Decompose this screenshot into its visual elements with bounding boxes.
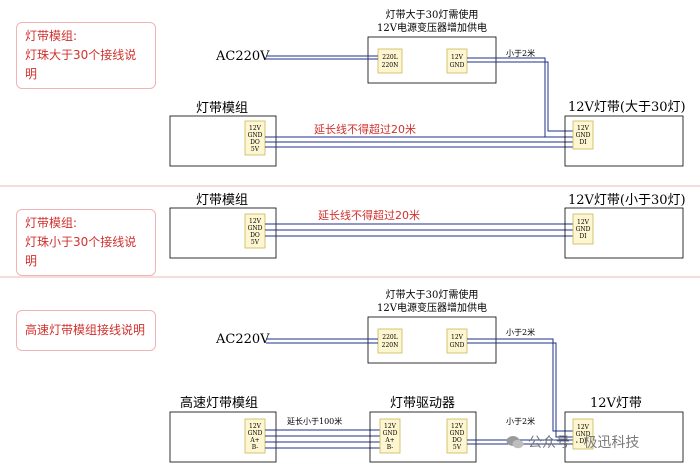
s3-module-box: [169, 411, 277, 463]
s2-strip-title: 12V灯带(小于30灯): [568, 193, 686, 208]
s3-psu-out-2: GND: [450, 342, 465, 349]
s1-transformer-note-line-1: 灯带大于30灯需使用: [386, 8, 479, 21]
s3-module-pin-3: A+: [249, 437, 259, 444]
s3-transformer-note-line-1: 灯带大于30灯需使用: [386, 288, 479, 301]
s3-power-wire-gnd: [467, 342, 573, 438]
section-2-label: 灯带模组: 灯珠小于30个接线说明: [16, 209, 156, 276]
s2-strip-pin-3: DI: [579, 233, 587, 240]
s2-module-terminal: [244, 213, 266, 249]
s3-psu-out-1: 12V: [451, 334, 464, 341]
s3-transformer-note-line-2: 12V电源变压器增加供电: [377, 301, 487, 314]
s3-driver-out-pin-4: 5V: [453, 444, 462, 451]
s1-psu-out-1: 12V: [451, 54, 464, 61]
s3-driver-output-terminal: [446, 418, 468, 454]
s1-strip-pin-2: GND: [576, 132, 591, 139]
s2-module-pin-4: 5V: [251, 239, 260, 246]
s1-psu-input-terminal: [377, 48, 403, 74]
s1-strip-pin-1: 12V: [577, 125, 590, 132]
s1-module-pin-2: GND: [248, 132, 263, 139]
s2-module-pin-3: DO: [250, 232, 260, 239]
wechat-icon: [506, 436, 524, 449]
s2-strip-pin-2: GND: [576, 226, 591, 233]
s3-driver-box: [369, 411, 477, 463]
s3-driver-out-pin-2: GND: [450, 430, 465, 437]
section-3-label-line-1: 高速灯带模组接线说明: [25, 323, 146, 337]
s1-psu-out-2: GND: [450, 62, 465, 69]
s3-driver-in-pin-4: B-: [387, 444, 394, 451]
s3-module-pin-4: B-: [252, 444, 259, 451]
s3-module-title: 高速灯带模组: [180, 395, 258, 411]
section-2-label-line-2: 灯珠小于30个接线说明: [25, 235, 137, 268]
s3-driver-title: 灯带驱动器: [390, 396, 455, 411]
s2-strip-pin-1: 12V: [577, 219, 590, 226]
watermark: 公众号 · 极迅科技: [506, 432, 639, 452]
s1-transformer-note-line-2: 12V电源变压器增加供电: [377, 21, 487, 34]
s1-ac-label: AC220V: [215, 49, 270, 64]
s1-strip-terminal: [572, 120, 594, 150]
s2-module-box: [169, 207, 277, 259]
section-2-label-line-1: 灯带模组:: [25, 216, 78, 230]
s1-psu-in-1: 220L: [382, 54, 397, 61]
section-1-label-line-1: 灯带模组:: [25, 29, 78, 43]
s1-psu-in-2: 220N: [382, 62, 399, 69]
s1-module-terminal: [244, 120, 266, 156]
s1-less-2m: 小于2米: [506, 48, 535, 58]
s2-module-pin-2: GND: [248, 225, 263, 232]
s1-strip-box: [564, 115, 684, 167]
s2-strip-box: [564, 207, 684, 259]
s3-strip-pin-3: DI: [579, 438, 587, 445]
s3-psu-output-terminal: [446, 328, 468, 354]
section-3-label: 高速灯带模组接线说明: [16, 310, 156, 351]
s2-module-pin-1: 12V: [249, 218, 262, 225]
s3-module-pin-1: 12V: [249, 423, 262, 430]
s3-power-wire-12v: [467, 338, 573, 432]
s3-strip-title: 12V灯带: [590, 396, 642, 411]
s2-strip-terminal: [572, 213, 594, 245]
s3-psu-input-terminal: [377, 328, 403, 354]
s3-extension-note: 延长小于100米: [287, 416, 342, 426]
s1-extension-note: 延长线不得超过20米: [314, 122, 416, 136]
s3-module-pin-2: GND: [248, 430, 263, 437]
s3-psu-in-2: 220N: [382, 342, 399, 349]
section-1-label-line-2: 灯珠大于30个接线说明: [25, 48, 137, 81]
s1-module-title: 灯带模组: [196, 101, 248, 116]
s1-psu-output-terminal: [446, 48, 468, 74]
s3-psu-in-1: 220L: [382, 334, 397, 341]
s3-driver-in-pin-3: A+: [384, 437, 394, 444]
s3-transformer-box: [367, 316, 497, 364]
s3-driver-in-pin-2: GND: [383, 430, 398, 437]
s3-strip-box: [564, 411, 684, 463]
s1-power-wire-gnd: [467, 61, 573, 132]
s3-driver-input-terminal: [379, 418, 401, 454]
s1-strip-pin-3: DI: [579, 139, 587, 146]
watermark-text: 公众号 · 极迅科技: [528, 435, 640, 451]
s1-strip-title: 12V灯带(大于30灯): [568, 100, 686, 115]
s3-strip-pin-2: GND: [576, 431, 591, 438]
s1-transformer-box: [367, 36, 497, 84]
s3-less-2m-a: 小于2米: [506, 327, 535, 337]
section-1-label: 灯带模组: 灯珠大于30个接线说明: [16, 22, 156, 89]
s1-power-wire-12v: [467, 57, 573, 138]
s1-module-pin-1: 12V: [249, 125, 262, 132]
s1-module-pin-4: 5V: [251, 146, 260, 153]
s2-module-title: 灯带模组: [196, 193, 248, 208]
s3-driver-out-pin-3: DO: [452, 437, 462, 444]
s3-strip-terminal: [572, 418, 594, 450]
s3-driver-in-pin-1: 12V: [384, 423, 397, 430]
s3-strip-pin-1: 12V: [577, 424, 590, 431]
s1-module-pin-3: DO: [250, 139, 260, 146]
s2-extension-note: 延长线不得超过20米: [318, 208, 420, 222]
s3-ac-label: AC220V: [215, 332, 270, 347]
s3-less-2m-b: 小于2米: [506, 416, 535, 426]
s3-driver-out-pin-1: 12V: [451, 423, 464, 430]
s1-module-box: [169, 115, 277, 167]
